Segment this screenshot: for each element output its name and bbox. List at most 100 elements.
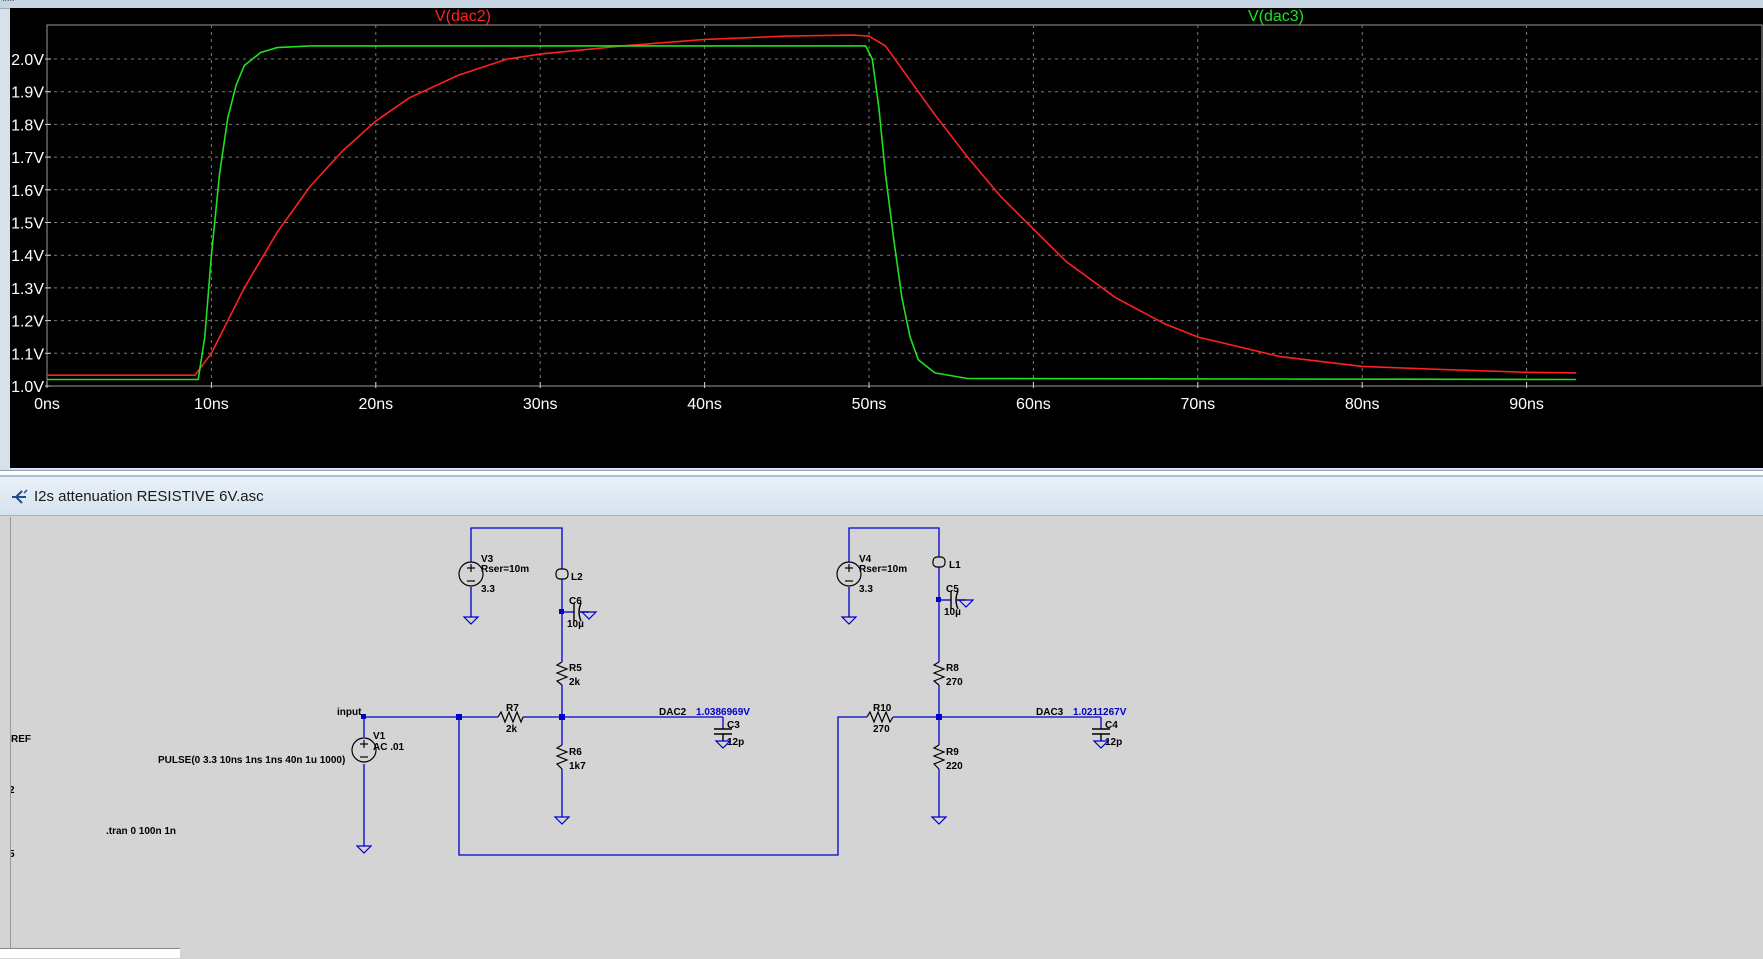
x-tick-label: 40ns [687,396,722,413]
r5-name[interactable]: R5 [569,663,582,674]
trace-vdac2[interactable] [47,34,1576,377]
x-axis-ticks: 0ns 10ns 20ns 30ns 40ns 50ns 60ns 70ns 80ns 90ns [34,382,1544,413]
r7-value[interactable]: 2k [506,724,518,735]
x-tick-label: 20ns [358,396,393,413]
r8-value[interactable]: 270 [946,677,963,688]
c3-symbol [714,728,732,741]
trace-vdac3[interactable] [47,45,1576,381]
x-tick-label: 0ns [34,396,60,413]
y-tick-label: 1.8V [11,117,44,134]
r6-name[interactable]: R6 [569,747,582,758]
r6-value[interactable]: 1k7 [569,761,586,772]
pulse-directive[interactable]: PULSE(0 3.3 10ns 1ns 1ns 40n 1u 1000) [158,755,345,766]
r9-name[interactable]: R9 [946,747,959,758]
ltspice-app-icon [12,489,28,504]
r8-symbol [932,661,946,686]
x-tick-label: 60ns [1016,396,1051,413]
trace-label-dac2[interactable]: V(dac2) [435,8,491,25]
ground-icon [840,616,858,625]
y-tick-label: 1.9V [11,85,44,102]
x-tick-label: 30ns [523,396,558,413]
c3-name[interactable]: C3 [727,720,740,731]
v3-name[interactable]: V3 [481,554,494,565]
l1-symbol [932,556,946,568]
ref-label: REF [11,734,31,745]
v4-value[interactable]: 3.3 [859,584,873,595]
l2-symbol [555,568,569,580]
r5-value[interactable]: 2k [569,677,581,688]
v1-symbol [351,737,377,763]
input-net-label[interactable]: input [337,707,362,718]
schematic-drawing[interactable]: REF 2 5 PULSE(0 3.3 10ns 1ns 1ns 40n 1u … [11,517,1763,955]
x-tick-label: 50ns [852,396,887,413]
x-tick-label: 70ns [1180,396,1215,413]
schematic-title: I2s attenuation RESISTIVE 6V.asc [34,488,264,505]
ground-icon [355,845,373,854]
y-tick-label: 1.0V [11,379,44,396]
waveform-top-label: ..... [2,0,15,3]
x-tick-label: 10ns [194,396,229,413]
plot-frame [46,24,1763,387]
junction-dots [361,597,942,720]
y-tick-label: 1.1V [11,346,44,363]
ground-icon [580,611,598,620]
y-tick-label: 1.7V [11,150,44,167]
r10-symbol [866,710,894,724]
dac2-net-label[interactable]: DAC2 [659,707,687,718]
ground-symbols [355,599,1110,854]
c6-value[interactable]: 10µ [567,619,584,630]
r8-name[interactable]: R8 [946,663,959,674]
v3-symbol [458,561,484,587]
v4-name[interactable]: V4 [859,554,872,565]
r10-name[interactable]: R10 [873,703,892,714]
y-tick-label: 2.0V [11,52,44,69]
c3-value[interactable]: 12p [727,737,744,748]
v3-value[interactable]: 3.3 [481,584,495,595]
resistor-symbols [497,661,946,770]
v4-symbol [836,561,862,587]
waveform-window: ..... 2.0V1.9V1.8V1.7V1.6V1.5V1.4V1.3V1.… [0,0,1763,471]
schematic-titlebar[interactable]: I2s attenuation RESISTIVE 6V.asc [0,477,1763,516]
capacitor-symbols [573,590,1110,741]
c4-value[interactable]: 12p [1105,737,1122,748]
ground-icon [714,740,732,749]
v1-name[interactable]: V1 [373,731,386,742]
c5-value[interactable]: 10µ [944,607,961,618]
node-label-2: 2 [11,785,15,796]
schematic-canvas[interactable]: REF 2 5 PULSE(0 3.3 10ns 1ns 1ns 40n 1u … [10,517,1763,955]
r6-symbol [555,744,569,770]
c5-name[interactable]: C5 [946,584,959,595]
x-tick-label: 90ns [1509,396,1544,413]
y-tick-label: 1.5V [11,216,44,233]
r9-value[interactable]: 220 [946,761,963,772]
r9-symbol [932,744,946,770]
c6-name[interactable]: C6 [569,596,582,607]
r10-value[interactable]: 270 [873,724,890,735]
dac3-net-label[interactable]: DAC3 [1036,707,1064,718]
r7-symbol [497,710,524,724]
v4-rser[interactable]: Rser=10m [859,564,907,575]
r5-symbol [555,661,569,686]
x-tick-label: 80ns [1345,396,1380,413]
tran-directive[interactable]: .tran 0 100n 1n [106,826,176,837]
l2-name[interactable]: L2 [571,572,583,583]
bottom-scroll-strip [0,948,180,958]
trace-label-dac3[interactable]: V(dac3) [1248,8,1304,25]
grid [46,24,1763,387]
ground-icon [1092,740,1110,749]
y-tick-label: 1.6V [11,183,44,200]
inductor-symbols [555,556,946,580]
waveform-chart[interactable]: 2.0V1.9V1.8V1.7V1.6V1.5V1.4V1.3V1.2V1.1V… [10,8,1763,468]
c4-name[interactable]: C4 [1105,720,1118,731]
source-symbols [351,561,862,763]
y-axis-ticks: 2.0V1.9V1.8V1.7V1.6V1.5V1.4V1.3V1.2V1.1V… [11,52,51,396]
l1-name[interactable]: L1 [949,560,961,571]
ground-icon [462,616,480,625]
traces [47,34,1576,381]
node-label-5: 5 [11,849,15,860]
schematic-window: I2s attenuation RESISTIVE 6V.asc [0,475,1763,959]
v1-value[interactable]: AC .01 [373,742,405,753]
r7-name[interactable]: R7 [506,703,519,714]
v3-rser[interactable]: Rser=10m [481,564,529,575]
